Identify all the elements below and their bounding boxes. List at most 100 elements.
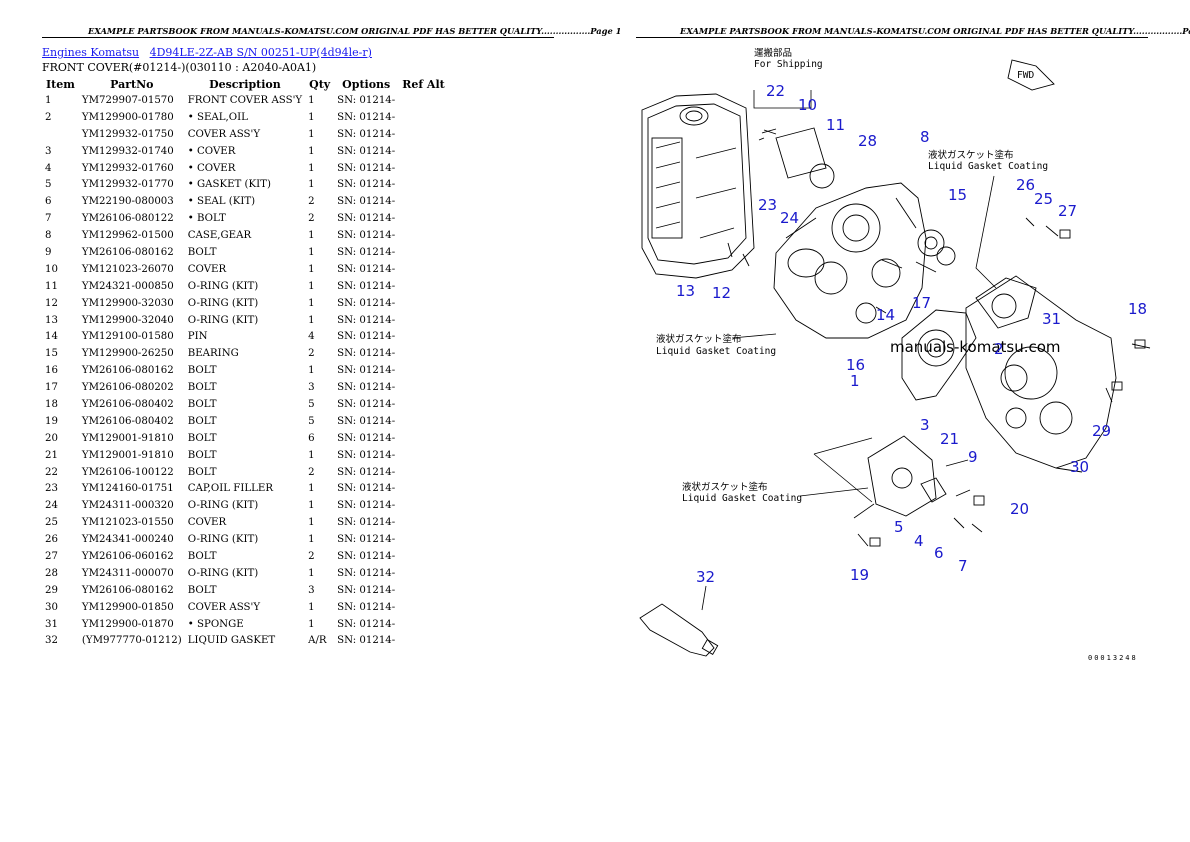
cell-description: FRONT COVER ASS'Y [187,94,303,106]
cell-item: 7 [45,213,52,225]
cell-options: SN: 01214- [337,128,396,140]
cell-qty: 1 [308,162,315,174]
cell-qty: 1 [308,500,315,512]
bearing-drawing [917,229,956,266]
callout-3: 3 [920,416,930,434]
cell-partno: YM129932-01770 [81,179,174,191]
gasket-note-1-jp: 液状ガスケット塗布 [928,149,1014,161]
cell-ref-alt [398,531,449,548]
cell-options: SN: 01214- [337,517,396,529]
cell-description: • SEAL (KIT) [187,196,256,208]
cell-ref-alt [398,295,449,312]
cell-ref-alt [398,599,449,616]
cell-qty: 2 [308,348,315,360]
page2-header: EXAMPLE PARTSBOOK FROM MANUALS-KOMATSU.C… [680,26,1190,36]
breadcrumb-link-engines[interactable]: Engines Komatsu [42,46,140,59]
cell-qty: 3 [308,382,315,394]
cell-item: 6 [45,196,52,208]
cell-partno: YM124160-01751 [81,483,174,495]
cell-options: SN: 01214- [337,398,396,410]
cell-options: SN: 01214- [337,449,396,461]
callout-17: 17 [912,294,931,312]
cell-options: SN: 01214- [337,500,396,512]
cell-description: O-RING (KIT) [187,500,259,512]
cell-options: SN: 01214- [337,246,396,258]
cell-item: 24 [45,500,58,512]
cell-item: 32 [45,635,58,647]
cell-qty: 1 [308,365,315,377]
cell-partno: YM26106-100122 [81,466,174,478]
cell-options: SN: 01214- [337,382,396,394]
cell-qty: 1 [308,534,315,546]
cell-item: 18 [45,398,58,410]
cell-ref-alt [398,210,449,227]
callout-numbers: 22 10 11 28 8 23 24 15 26 25 27 13 12 17… [676,82,1147,586]
cell-partno: YM121023-26070 [81,263,174,275]
cell-ref-alt [398,160,449,177]
cell-item: 19 [45,415,58,427]
cell-options: SN: 01214- [337,94,396,106]
gasket-note-2-jp: 液状ガスケット塗布 [656,333,742,345]
cell-description: CASE,GEAR [187,230,252,242]
cell-description: O-RING (KIT) [187,280,259,292]
callout-25: 25 [1034,190,1053,208]
cell-qty: 1 [308,297,315,309]
cell-ref-alt [398,109,449,126]
cell-qty: 2 [308,466,315,478]
callout-4: 4 [914,532,924,550]
cell-description: • SEAL,OIL [187,111,248,123]
gasket-note-3-jp: 液状ガスケット塗布 [682,481,768,493]
cell-partno: YM129100-01580 [81,331,174,343]
cell-options: SN: 01214- [337,213,396,225]
cell-item: 17 [45,382,58,394]
cell-ref-alt [398,413,449,430]
cell-ref-alt [398,480,449,497]
cell-partno: YM26106-080402 [81,415,174,427]
cell-ref-alt [398,92,449,109]
cell-options: SN: 01214- [337,567,396,579]
cell-description: • BOLT [187,213,226,225]
cell-ref-alt [398,362,449,379]
cell-ref-alt [398,261,449,278]
cell-partno: YM121023-01550 [81,517,174,529]
breadcrumb-link-model[interactable]: 4D94LE-2Z-AB S/N 00251-UP(4d94le-r) [149,46,372,59]
cell-options: SN: 01214- [337,280,396,292]
cell-ref-alt [398,193,449,210]
cell-item: 27 [45,550,58,562]
cell-description: BOLT [187,398,217,410]
cell-description: O-RING (KIT) [187,314,259,326]
cell-ref-alt [398,430,449,447]
cell-ref-alt [398,548,449,565]
cell-ref-alt [398,278,449,295]
cell-description: O-RING (KIT) [187,534,259,546]
cell-item: 16 [45,365,58,377]
cell-options: SN: 01214- [337,297,396,309]
cell-ref-alt [398,227,449,244]
cell-ref-alt [398,497,449,514]
cell-partno: YM24341-000240 [81,534,174,546]
page2-header-rule [636,37,1148,38]
cell-partno: YM129900-32030 [81,297,174,309]
cell-item: 14 [45,331,58,343]
cell-qty: 1 [308,618,315,630]
callout-8: 8 [920,128,930,146]
callout-22: 22 [766,82,785,100]
page1-header-rule [42,37,554,38]
cell-qty: 1 [308,246,315,258]
cell-ref-alt [398,514,449,531]
callout-12: 12 [712,284,731,302]
callout-20: 20 [1010,500,1029,518]
cell-options: SN: 01214- [337,230,396,242]
cell-item: 1 [45,94,52,106]
